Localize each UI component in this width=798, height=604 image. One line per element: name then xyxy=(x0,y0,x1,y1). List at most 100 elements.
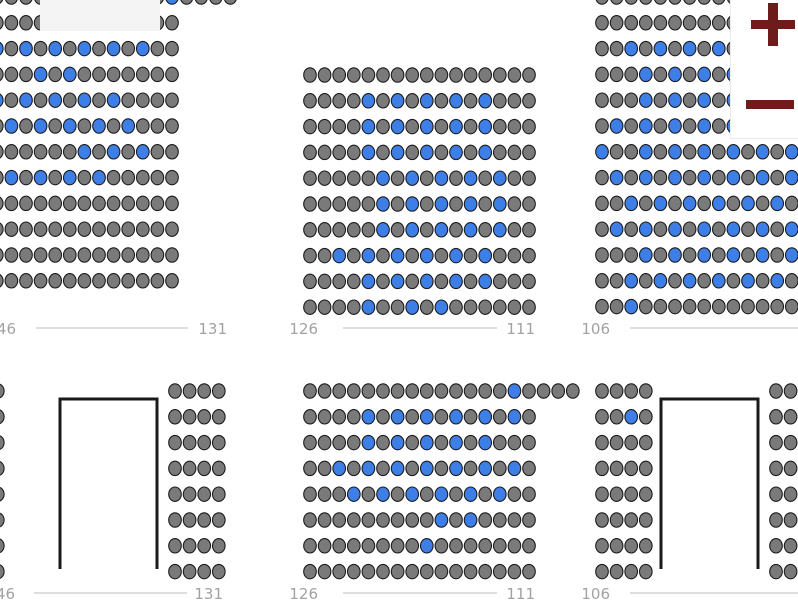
seat-lower-center-r5-c12[interactable] xyxy=(463,486,478,502)
seat-upper-right-r11-c8[interactable] xyxy=(697,247,712,263)
seat-lower-center-r7-c8[interactable] xyxy=(405,538,420,554)
seat-upper-left-r11-c5[interactable] xyxy=(4,247,19,263)
seat-lower-center-r7-c16[interactable] xyxy=(522,538,536,554)
seat-lower-right-r6-c3[interactable] xyxy=(624,512,639,528)
seat-upper-right-r2-c5[interactable] xyxy=(653,15,668,31)
seat-lower-center-r6-c12[interactable] xyxy=(463,512,478,528)
seat-lower-left-r8-c4[interactable] xyxy=(0,564,5,579)
seat-upper-right-r9-c9[interactable] xyxy=(711,195,726,212)
seat-lower-center-r6-c1[interactable] xyxy=(303,512,317,528)
seat-upper-center-r9-c2[interactable] xyxy=(317,273,332,290)
seat-lower-center-r4-c1[interactable] xyxy=(303,460,317,477)
seat-upper-left-r3-c13[interactable] xyxy=(121,40,136,57)
seat-lower-right-r4-c1[interactable] xyxy=(595,460,609,477)
seat-upper-right-r12-c5[interactable] xyxy=(653,273,668,289)
seat-upper-center-r1-c16[interactable] xyxy=(522,67,536,83)
seat-upper-right-r7-c8[interactable] xyxy=(697,144,712,160)
seat-upper-left-r11-c12[interactable] xyxy=(106,247,121,263)
seat-upper-center-r2-c9[interactable] xyxy=(419,93,434,109)
seat-upper-right-r4-c5[interactable] xyxy=(653,66,668,83)
seat-lower-center-r2-c12[interactable] xyxy=(463,409,478,425)
seat-upper-center-r9-c4[interactable] xyxy=(346,273,361,290)
seat-lower-center-r4-c9[interactable] xyxy=(419,460,434,477)
seat-upper-center-r10-c7[interactable] xyxy=(390,299,405,315)
seat-upper-center-r8-c1[interactable] xyxy=(303,247,317,264)
seat-lower-center-r8-c11[interactable] xyxy=(449,563,463,580)
seat-upper-right-r11-c6[interactable] xyxy=(668,247,682,263)
seat-upper-left-r12-c9[interactable] xyxy=(62,273,77,289)
seat-upper-center-r5-c1[interactable] xyxy=(303,170,317,186)
seat-upper-left-r8-c15[interactable] xyxy=(150,169,165,186)
seat-upper-center-r5-c13[interactable] xyxy=(478,170,493,186)
seat-upper-left-r7-c15[interactable] xyxy=(150,144,165,160)
seat-lower-left-r1-c11[interactable] xyxy=(168,383,182,399)
seat-upper-center-r9-c16[interactable] xyxy=(522,273,536,290)
seat-lower-right-r8-c2[interactable] xyxy=(609,563,624,580)
seat-lower-center-r5-c6[interactable] xyxy=(376,486,390,502)
seat-upper-left-r10-c7[interactable] xyxy=(33,221,48,237)
seat-upper-right-r1-c1[interactable] xyxy=(595,0,609,5)
seat-upper-left-r4-c15[interactable] xyxy=(150,66,165,83)
seat-upper-right-r4-c1[interactable] xyxy=(595,66,609,83)
seat-lower-right-r2-c11[interactable] xyxy=(769,409,783,425)
seat-lower-right-r3-c1[interactable] xyxy=(595,434,609,451)
seat-upper-center-r7-c4[interactable] xyxy=(346,222,361,238)
seat-lower-center-r3-c15[interactable] xyxy=(507,434,522,451)
seat-upper-center-r1-c9[interactable] xyxy=(419,67,434,83)
seat-upper-right-r1-c2[interactable] xyxy=(610,0,623,5)
seat-upper-left-r1-c18[interactable] xyxy=(194,0,208,5)
seat-lower-left-r8-c12[interactable] xyxy=(182,563,197,580)
seat-lower-center-r2-c14[interactable] xyxy=(492,409,507,425)
seat-upper-right-r2-c3[interactable] xyxy=(624,15,639,31)
seat-upper-left-r10-c4[interactable] xyxy=(0,222,4,237)
seat-upper-left-r9-c15[interactable] xyxy=(150,195,165,212)
seat-lower-left-r7-c12[interactable] xyxy=(182,538,197,554)
seat-upper-center-r1-c15[interactable] xyxy=(507,67,522,83)
seat-upper-left-r3-c14[interactable] xyxy=(135,40,150,57)
seat-lower-center-r7-c1[interactable] xyxy=(303,538,317,554)
seat-upper-center-r1-c6[interactable] xyxy=(376,67,390,83)
seat-lower-right-r5-c12[interactable] xyxy=(783,486,798,502)
seat-upper-center-r2-c16[interactable] xyxy=(522,93,536,109)
seat-upper-center-r8-c15[interactable] xyxy=(507,247,522,264)
seat-upper-right-r5-c2[interactable] xyxy=(609,92,624,108)
seat-upper-right-r13-c12[interactable] xyxy=(755,298,770,315)
seat-lower-center-r2-c5[interactable] xyxy=(361,409,376,425)
seat-lower-center-r4-c3[interactable] xyxy=(332,460,347,477)
seat-lower-center-r8-c6[interactable] xyxy=(376,563,390,580)
seat-lower-right-r3-c4[interactable] xyxy=(638,434,653,451)
seat-lower-center-r7-c15[interactable] xyxy=(507,538,522,554)
seat-upper-left-r10-c6[interactable] xyxy=(19,221,33,237)
seat-upper-left-r4-c9[interactable] xyxy=(62,66,77,83)
seat-lower-right-r3-c3[interactable] xyxy=(624,434,639,451)
seat-upper-right-r6-c3[interactable] xyxy=(624,118,639,134)
seat-upper-center-r2-c14[interactable] xyxy=(492,93,507,109)
seat-upper-left-r4-c13[interactable] xyxy=(121,66,136,83)
seat-upper-left-r6-c13[interactable] xyxy=(121,118,136,134)
seat-upper-center-r5-c12[interactable] xyxy=(463,170,478,186)
seat-upper-center-r2-c2[interactable] xyxy=(317,93,332,109)
seat-lower-right-r1-c2[interactable] xyxy=(609,383,624,399)
seat-upper-left-r8-c5[interactable] xyxy=(4,169,19,186)
seat-upper-right-r9-c1[interactable] xyxy=(595,195,609,212)
seat-lower-center-r8-c14[interactable] xyxy=(492,563,507,580)
seat-upper-left-r10-c12[interactable] xyxy=(106,221,121,237)
seat-upper-center-r5-c2[interactable] xyxy=(317,170,332,186)
seat-lower-center-r6-c4[interactable] xyxy=(346,512,361,528)
seat-upper-right-r9-c5[interactable] xyxy=(653,195,668,212)
seat-upper-center-r3-c15[interactable] xyxy=(507,118,522,135)
seat-upper-left-r1-c4[interactable] xyxy=(0,0,4,4)
seat-upper-right-r10-c4[interactable] xyxy=(638,221,653,237)
seat-lower-center-r3-c2[interactable] xyxy=(317,434,332,451)
seat-upper-right-r7-c2[interactable] xyxy=(609,144,624,160)
seat-lower-right-r3-c2[interactable] xyxy=(609,434,624,451)
seat-lower-right-r6-c4[interactable] xyxy=(638,512,653,528)
seat-lower-center-r2-c10[interactable] xyxy=(434,409,449,425)
seat-upper-left-r9-c8[interactable] xyxy=(48,195,63,212)
seat-upper-right-r7-c13[interactable] xyxy=(770,144,785,160)
seat-upper-right-r12-c10[interactable] xyxy=(726,273,741,289)
seat-upper-left-r11-c15[interactable] xyxy=(150,247,165,263)
seat-upper-left-r6-c14[interactable] xyxy=(135,118,150,134)
seat-upper-left-r6-c9[interactable] xyxy=(62,118,77,134)
seat-lower-center-r5-c4[interactable] xyxy=(346,486,361,502)
